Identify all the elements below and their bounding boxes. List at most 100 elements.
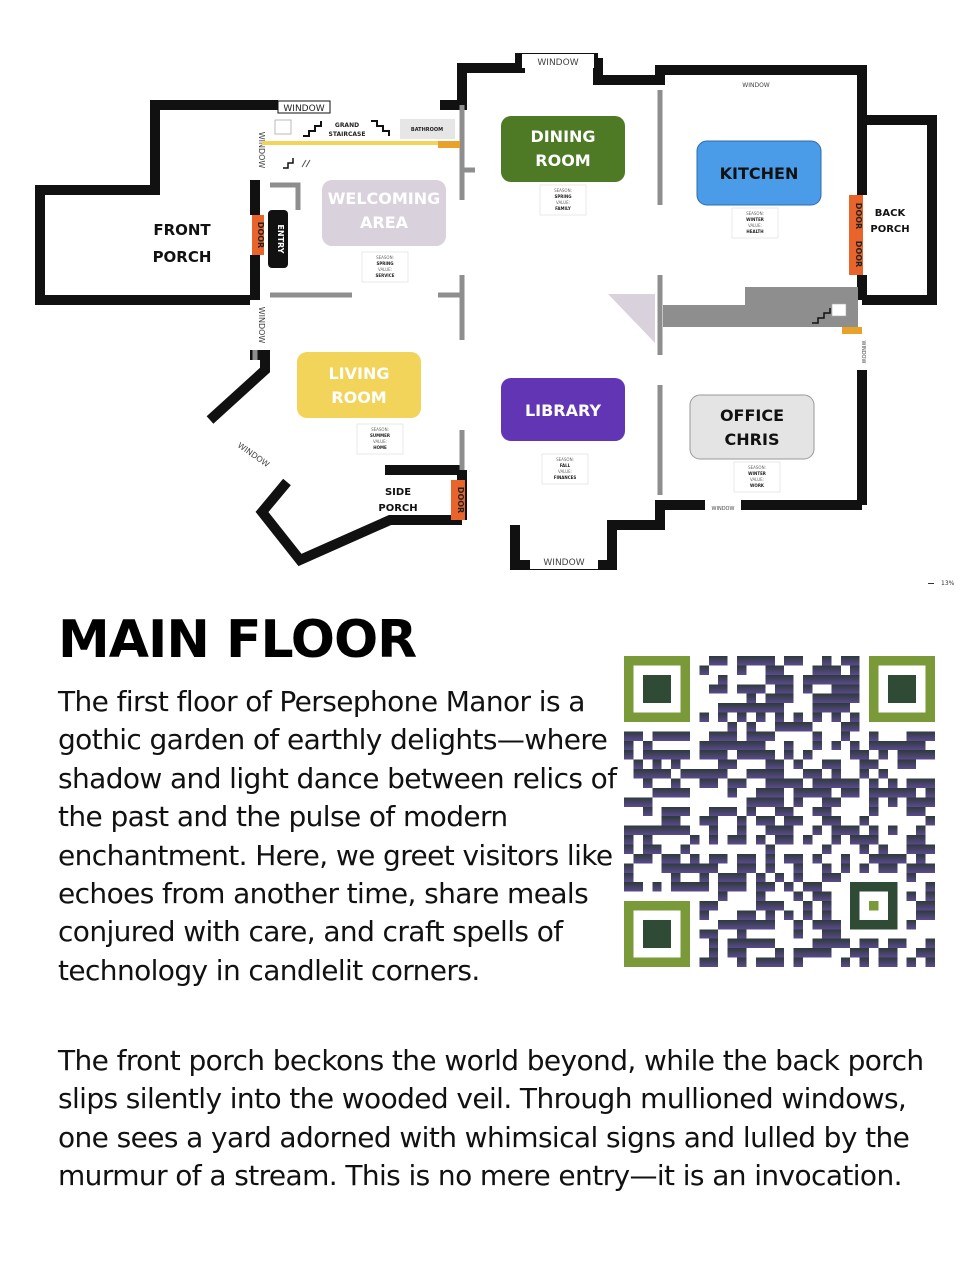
zoom-control[interactable]: 13% <box>928 580 954 587</box>
qr-module <box>925 882 935 892</box>
qr-module <box>925 816 935 826</box>
qr-module <box>708 778 719 788</box>
qr-module <box>784 882 794 892</box>
qr-alignment <box>850 882 898 930</box>
qr-module <box>812 712 822 722</box>
qr-module <box>878 844 888 854</box>
qr-module <box>784 674 794 685</box>
qr-module <box>821 674 832 685</box>
qr-module <box>671 816 681 826</box>
qr-module <box>727 919 738 930</box>
qr-module <box>765 825 775 836</box>
qr-module <box>737 703 747 713</box>
qr-module <box>887 787 898 798</box>
window-label: WINDOW <box>860 341 866 364</box>
qr-module <box>859 957 870 967</box>
qr-module <box>812 891 822 902</box>
qr-module <box>925 948 935 958</box>
qr-module <box>925 844 935 854</box>
qr-module <box>906 835 917 845</box>
qr-module <box>850 721 860 732</box>
svg-text:FINANCES: FINANCES <box>554 475 577 480</box>
qr-module <box>793 872 804 883</box>
qr-module <box>680 731 690 741</box>
qr-module <box>718 674 728 685</box>
qr-module <box>727 721 738 732</box>
qr-module <box>718 769 728 779</box>
qr-module <box>652 759 662 770</box>
qr-module <box>633 853 643 864</box>
qr-module <box>831 825 841 836</box>
qr-module <box>850 656 860 666</box>
qr-module <box>784 825 794 836</box>
svg-text:VALUE:: VALUE: <box>373 439 387 444</box>
zoom-level: 13% <box>941 580 955 587</box>
qr-module <box>755 872 766 883</box>
qr-module <box>755 740 766 751</box>
floor-plan: WINDOW WINDOW WINDOW WINDOW WINDOW WINDO… <box>35 53 937 570</box>
qr-module <box>718 740 728 751</box>
qr-module <box>812 919 822 930</box>
qr-module <box>737 872 747 883</box>
qr-module <box>737 816 747 826</box>
qr-module <box>755 816 766 826</box>
qr-module <box>784 835 794 845</box>
qr-module <box>916 901 926 911</box>
qr-module <box>821 797 832 807</box>
qr-module <box>831 712 841 722</box>
qr-module <box>765 665 775 675</box>
qr-code[interactable] <box>624 656 935 967</box>
qr-module <box>916 844 926 854</box>
qr-module <box>727 938 738 949</box>
qr-module <box>774 787 785 798</box>
qr-module <box>821 938 832 949</box>
qr-module <box>859 816 870 826</box>
qr-module <box>784 910 794 920</box>
qr-module <box>925 901 935 911</box>
qr-module <box>624 740 634 751</box>
qr-module <box>803 684 813 694</box>
svg-text:LIVING: LIVING <box>328 364 389 383</box>
qr-module <box>812 825 822 836</box>
qr-module <box>925 797 935 807</box>
qr-module <box>765 938 775 949</box>
qr-module <box>755 891 766 902</box>
zoom-out-icon[interactable] <box>928 583 934 584</box>
qr-module <box>708 656 719 666</box>
qr-module <box>633 759 643 770</box>
qr-module <box>821 891 832 902</box>
qr-module <box>765 674 775 685</box>
svg-text:WELCOMING: WELCOMING <box>328 189 441 208</box>
qr-module <box>850 693 860 704</box>
qr-module <box>774 872 785 883</box>
qr-module <box>821 844 832 854</box>
qr-module <box>878 863 888 873</box>
qr-module <box>737 929 747 939</box>
qr-module <box>633 731 643 741</box>
qr-module <box>661 806 672 817</box>
qr-module <box>784 656 794 666</box>
qr-module <box>850 712 860 722</box>
qr-module <box>803 901 813 911</box>
qr-module <box>831 684 841 694</box>
qr-module <box>812 787 822 798</box>
qr-module <box>737 684 747 694</box>
qr-module <box>755 901 766 911</box>
qr-module <box>765 853 775 864</box>
qr-module <box>755 882 766 892</box>
qr-module <box>821 759 832 770</box>
qr-module <box>812 674 822 685</box>
qr-module <box>803 674 813 685</box>
qr-module <box>718 853 728 864</box>
qr-module <box>859 948 870 958</box>
qr-module <box>671 853 681 864</box>
svg-text:AREA: AREA <box>360 213 409 232</box>
qr-module <box>793 656 804 666</box>
svg-text:SUMMER: SUMMER <box>370 433 390 438</box>
qr-module <box>661 853 672 864</box>
qr-module <box>774 693 785 704</box>
svg-text:SEASON:: SEASON: <box>376 255 394 260</box>
qr-module <box>727 759 738 770</box>
qr-module <box>708 957 719 967</box>
qr-module <box>718 731 728 741</box>
